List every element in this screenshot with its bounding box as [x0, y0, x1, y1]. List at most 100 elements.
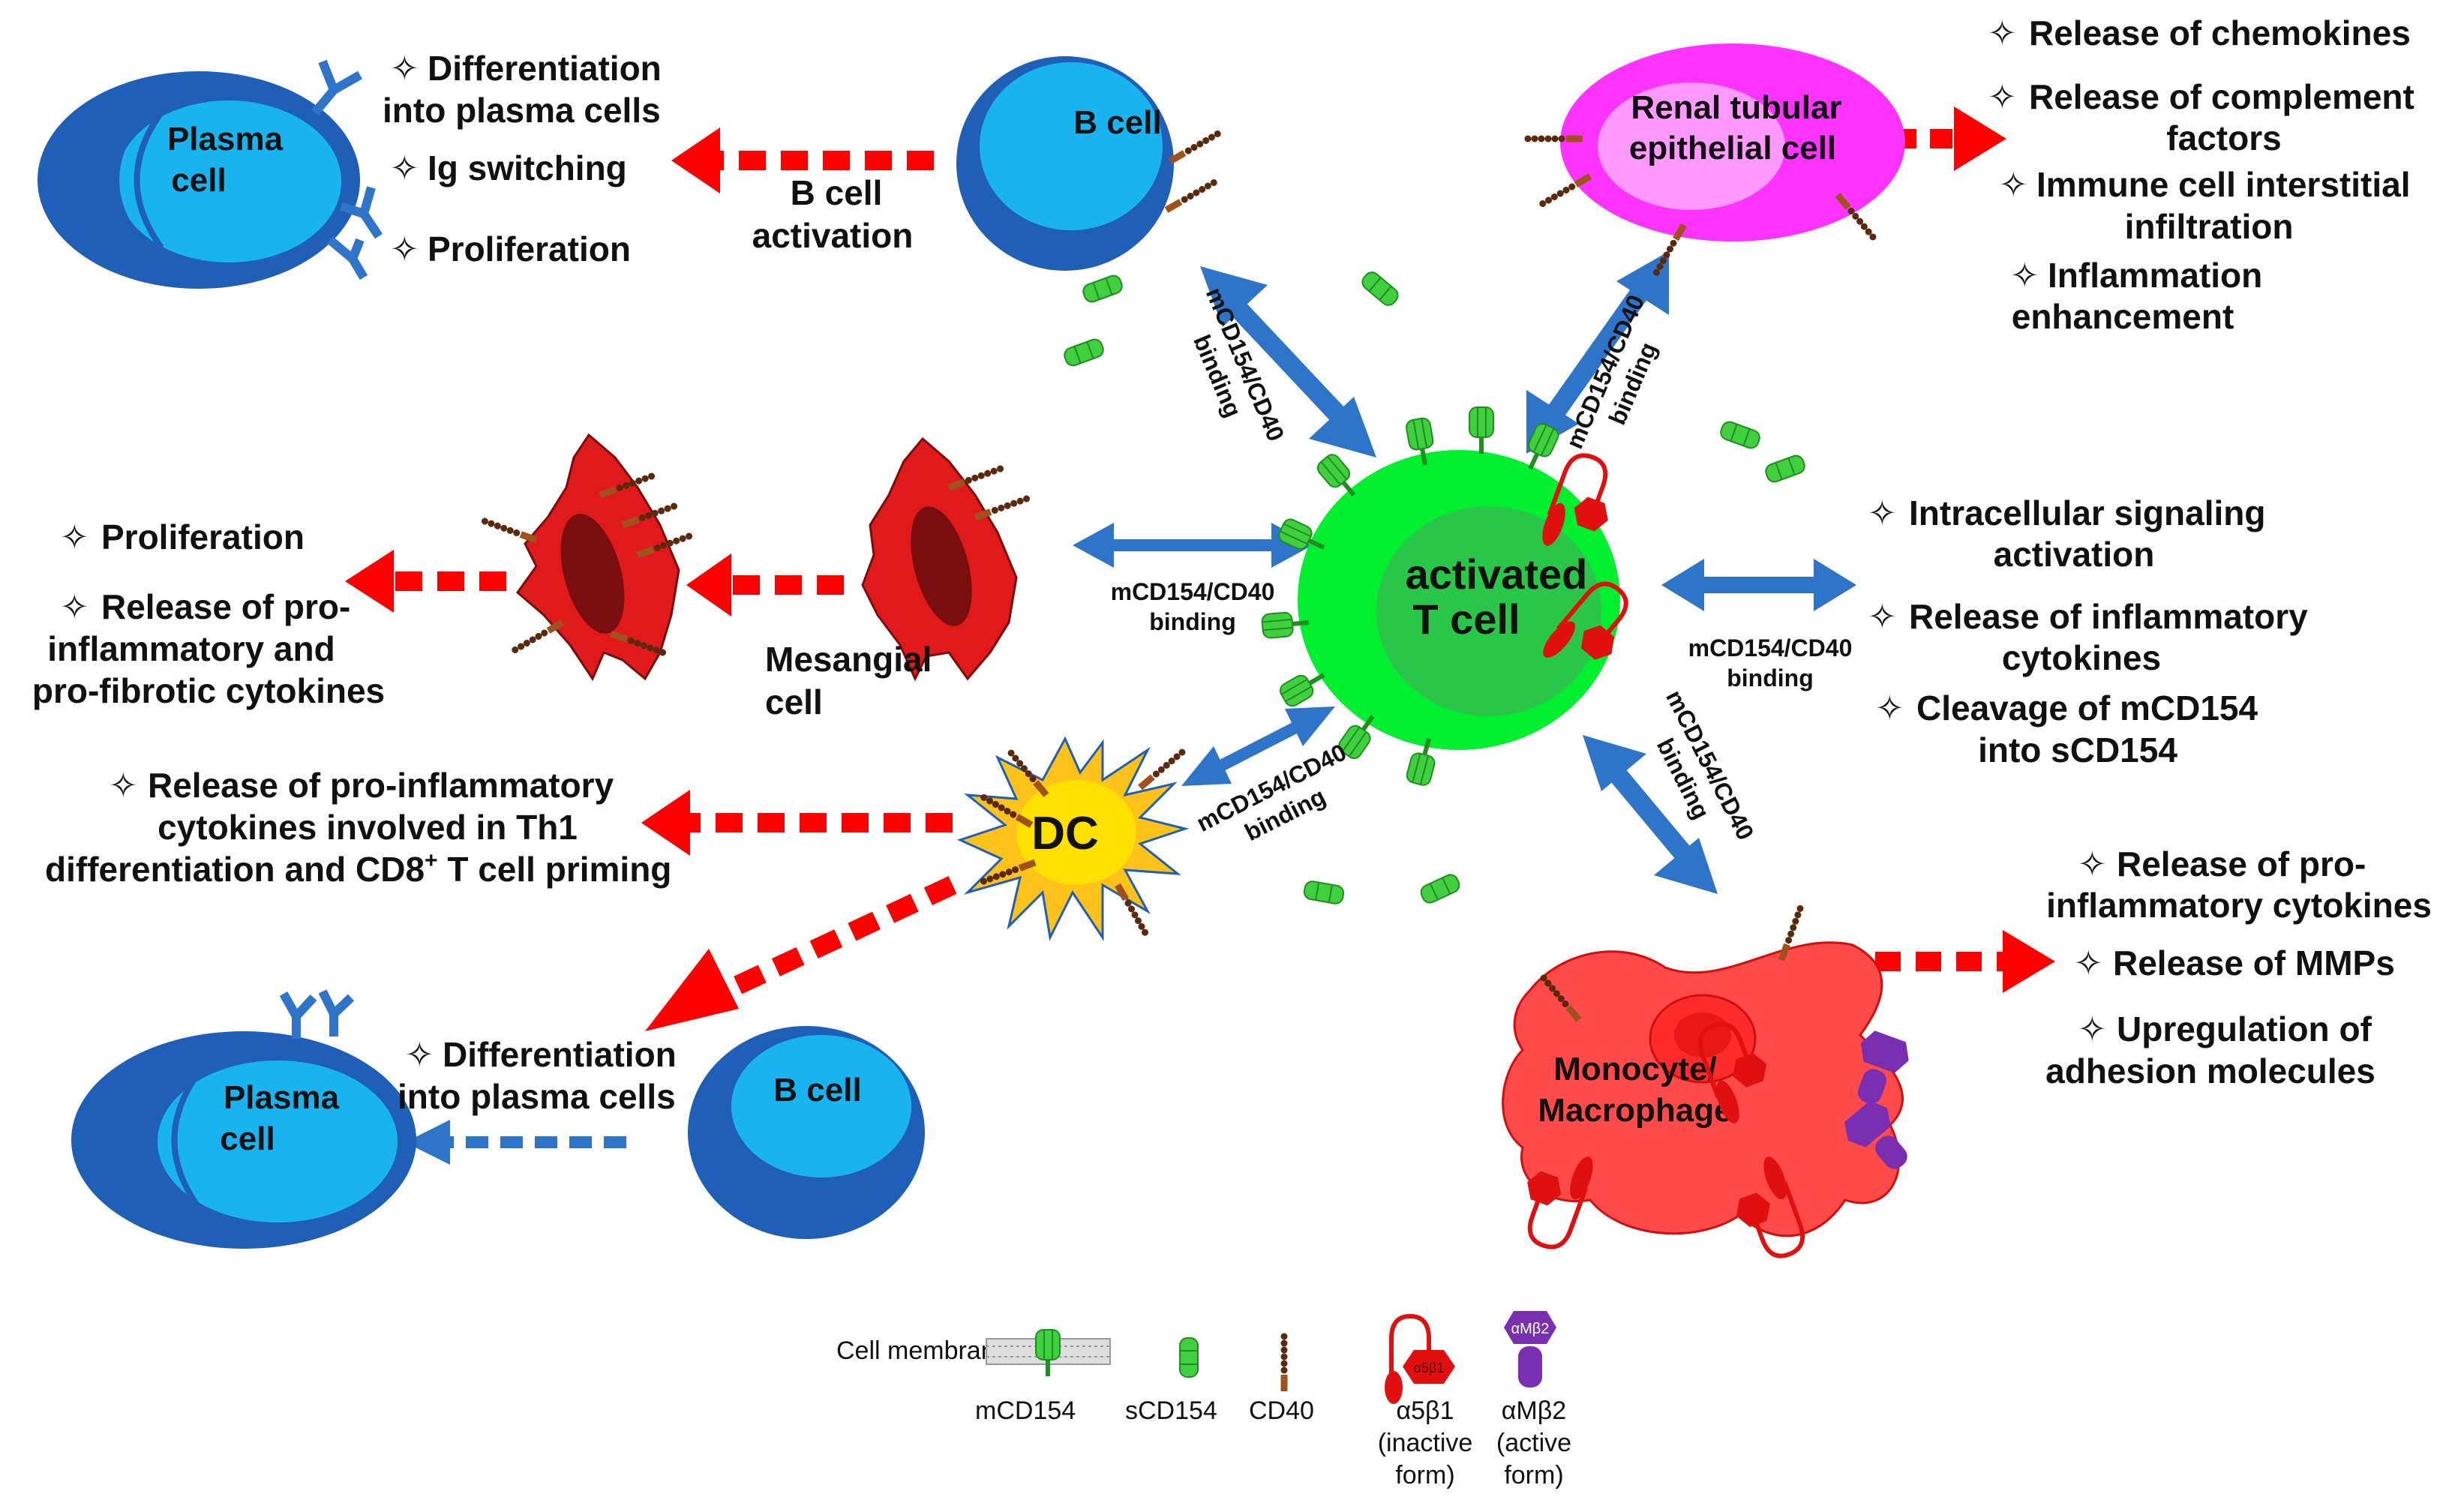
outcome-text: Proliferation	[101, 518, 305, 556]
binding-arrow-dc	[1181, 706, 1335, 786]
outcome-text: adhesion molecules	[2045, 1052, 2375, 1090]
binding-label-right: mCD154/CD40 binding	[1688, 634, 1853, 692]
legend-amb2-icon: αMβ2	[1504, 1311, 1556, 1388]
mesangial-label-1: Mesangial	[765, 640, 932, 679]
outcome-text: into sCD154	[1978, 730, 2177, 770]
bcell-bottom: B cell	[688, 1026, 925, 1239]
plasma-cell-bottom-label-2: cell	[220, 1120, 275, 1157]
bcell-plasma-arrow	[405, 1120, 626, 1165]
renal-cell: Renal tubular epithelial cell	[1525, 44, 1905, 277]
outcome-text: into plasma cells	[398, 1077, 676, 1116]
outcome-bullet: ✧	[2010, 256, 2039, 295]
outcome-bullet: ✧	[390, 49, 419, 88]
outcomes-renal: ✧ Release of chemokines ✧ Release of com…	[1988, 14, 2414, 336]
mesangial-arrow-1	[686, 554, 844, 616]
outcomes-dc: ✧ Release of pro-inflammatory cytokines …	[45, 766, 671, 889]
outcome-bullet: ✧	[2078, 1010, 2107, 1048]
outcome-bullet: ✧	[390, 148, 419, 188]
superscript: +	[425, 848, 438, 873]
arrows	[345, 106, 2055, 1165]
legend-membrane-icon	[986, 1330, 1111, 1376]
bcell-top: B cell	[956, 56, 1222, 271]
antibody-icon	[311, 59, 383, 280]
outcomes-mesangial: ✧ Proliferation ✧ Release of pro- inflam…	[32, 518, 385, 710]
mesangial-cell-1	[481, 433, 694, 682]
legend-a5b1-label-2: (inactive	[1378, 1429, 1473, 1457]
legend-mcd154-icon	[1036, 1330, 1060, 1376]
outcome-text: Release of pro-	[2117, 844, 2366, 884]
scd154-molecule	[1080, 272, 1125, 305]
legend-a5b1-label-3: form)	[1395, 1461, 1454, 1490]
outcome-text-part: T cell priming	[438, 850, 672, 889]
plasma-cell-top-label-1: Plasma	[167, 121, 284, 158]
outcome-text: activation	[1994, 535, 2155, 574]
outcome-text: Immune cell interstitial	[2036, 165, 2410, 204]
scd154-molecule	[1763, 452, 1808, 485]
outcome-text: cytokines involved in Th1	[158, 808, 578, 847]
outcome-text: Upregulation of	[2117, 1010, 2372, 1048]
legend-cd40-icon	[1281, 1334, 1288, 1392]
dc-plasma-arrow	[645, 876, 957, 1031]
legend-scd154-icon	[1179, 1337, 1199, 1378]
macrophage-outcome-arrow	[1875, 930, 2055, 993]
legend-amb2-icon-text: αMβ2	[1511, 1321, 1550, 1337]
bcell-activation-arrow	[671, 128, 934, 194]
mesangial-arrow-2	[345, 550, 506, 613]
dc-label: DC	[1031, 808, 1099, 860]
binding-arrow-bcell	[1200, 266, 1376, 458]
tcell-label-2: T cell	[1412, 596, 1520, 643]
outcome-text: enhancement	[2012, 297, 2234, 336]
macrophage-label-2: Macrophage	[1538, 1092, 1732, 1129]
outcomes-plasma-top: ✧ Differentiation into plasma cells ✧ Ig…	[383, 49, 662, 268]
macrophage: Monocyte/ Macrophage	[1502, 904, 1922, 1267]
bcell-top-label: B cell	[1073, 104, 1161, 141]
outcomes-macrophage: ✧ Release of pro- inflammatory cytokines…	[2045, 844, 2432, 1090]
bcell-bottom-label: B cell	[773, 1072, 861, 1108]
binding-label-line1: mCD154/CD40	[1111, 578, 1275, 605]
outcome-bullet: ✧	[60, 587, 89, 626]
outcome-bullet: ✧	[1868, 494, 1897, 532]
outcome-text: factors	[2166, 118, 2281, 158]
outcome-text: Proliferation	[428, 230, 631, 268]
dc-cytokine-arrow	[641, 790, 953, 856]
binding-arrow-macrophage	[1583, 735, 1718, 894]
outcome-text: Differentiation	[443, 1035, 677, 1074]
macrophage-label-1: Monocyte/	[1553, 1051, 1717, 1088]
outcome-text: Release of inflammatory	[1909, 597, 2308, 636]
mcd154-ligand	[1469, 407, 1493, 454]
legend-a5b1-icon-text: α5β1	[1414, 1360, 1445, 1376]
outcome-text: Differentiation	[428, 49, 662, 88]
outcome-text-part: differentiation and CD8	[45, 850, 425, 889]
outcome-bullet: ✧	[2078, 844, 2107, 884]
bcell-activation-label-1: B cell	[791, 173, 883, 212]
legend-amb2-label-2: (active	[1496, 1429, 1571, 1457]
outcomes-right: ✧ Intracellular signaling activation ✧ R…	[1868, 494, 2308, 770]
scd154-molecule	[1418, 872, 1463, 906]
outcomes-plasma-bottom: ✧ Differentiation into plasma cells	[398, 1035, 677, 1116]
outcome-text: Release of pro-	[101, 587, 350, 626]
outcome-text: inflammatory and	[47, 629, 335, 668]
outcome-text: infiltration	[2125, 207, 2294, 246]
scd154-molecule	[1061, 336, 1106, 369]
outcome-bullet: ✧	[1988, 14, 2017, 52]
binding-label-line2: binding	[1149, 608, 1236, 635]
plasma-cell-bottom: Plasma cell	[71, 989, 416, 1249]
outcome-text: pro-fibrotic cytokines	[32, 671, 385, 710]
legend-scd154-shape	[1179, 1337, 1199, 1378]
outcome-bullet: ✧	[2074, 944, 2103, 982]
outcome-text: Ig switching	[428, 148, 627, 188]
outcome-bullet: ✧	[1875, 688, 1904, 728]
outcome-text: Release of MMPs	[2113, 944, 2395, 982]
outcome-bullet: ✧	[1999, 165, 2028, 204]
renal-cell-label-2: epithelial cell	[1629, 130, 1836, 166]
legend-mcd154-label: mCD154	[975, 1396, 1076, 1425]
renal-cell-label-1: Renal tubular	[1631, 89, 1841, 126]
cd40-receptor	[1169, 129, 1223, 164]
outcome-text: Release of pro-inflammatory	[148, 766, 614, 805]
plasma-cell-top-label-2: cell	[171, 162, 226, 199]
cd40-receptor	[481, 517, 538, 543]
outcome-text: Inflammation	[2048, 256, 2262, 295]
outcome-text: cytokines	[2002, 638, 2161, 677]
outcome-text: Intracellular signaling	[1909, 494, 2265, 532]
